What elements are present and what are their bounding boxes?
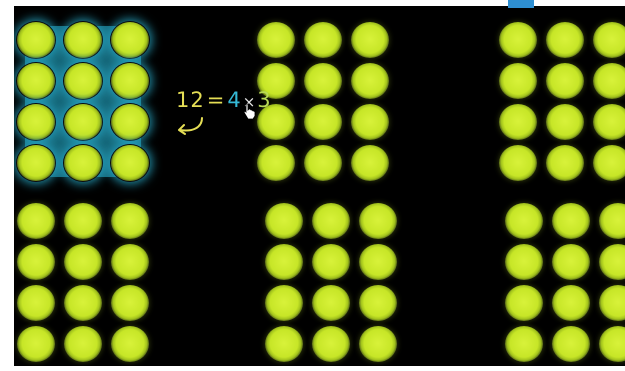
- ball: [265, 244, 303, 280]
- ball: [257, 22, 295, 58]
- ball: [111, 22, 149, 58]
- ball: [546, 22, 584, 58]
- ball: [359, 244, 397, 280]
- ball: [17, 203, 55, 239]
- curved-arrow-icon: [174, 116, 208, 138]
- ball: [265, 203, 303, 239]
- ball: [552, 203, 590, 239]
- ball: [593, 145, 625, 181]
- ball: [359, 326, 397, 362]
- ball: [111, 285, 149, 321]
- ball: [505, 244, 543, 280]
- ball: [546, 104, 584, 140]
- ball: [64, 22, 102, 58]
- equation-cols: 3: [257, 88, 271, 112]
- ball: [599, 326, 625, 362]
- ball: [593, 63, 625, 99]
- ball: [64, 104, 102, 140]
- ball: [599, 203, 625, 239]
- ball: [17, 145, 55, 181]
- ball: [505, 285, 543, 321]
- ball: [546, 63, 584, 99]
- drawing-board: 12 = 4 × 3: [14, 6, 625, 366]
- ball: [111, 63, 149, 99]
- ball: [257, 145, 295, 181]
- ball: [499, 104, 537, 140]
- ball: [64, 285, 102, 321]
- hand-pointer-icon: [242, 102, 256, 120]
- ball: [499, 145, 537, 181]
- ball: [312, 285, 350, 321]
- ball: [505, 326, 543, 362]
- ball: [351, 63, 389, 99]
- ball: [593, 104, 625, 140]
- ball: [304, 104, 342, 140]
- ball: [351, 104, 389, 140]
- ball: [17, 63, 55, 99]
- ball: [111, 203, 149, 239]
- ball: [111, 244, 149, 280]
- ball: [17, 326, 55, 362]
- ball: [111, 145, 149, 181]
- ball: [351, 22, 389, 58]
- ball: [17, 104, 55, 140]
- ball: [552, 285, 590, 321]
- corner-tab: [508, 0, 534, 8]
- ball: [593, 22, 625, 58]
- equation-rows: 4: [227, 88, 241, 112]
- ball: [17, 244, 55, 280]
- ball: [351, 145, 389, 181]
- ball: [599, 244, 625, 280]
- ball: [64, 244, 102, 280]
- ball: [546, 145, 584, 181]
- ball: [64, 145, 102, 181]
- ball: [312, 244, 350, 280]
- equation-total: 12: [176, 88, 205, 112]
- ball: [304, 63, 342, 99]
- ball: [505, 203, 543, 239]
- ball: [304, 22, 342, 58]
- ball: [499, 22, 537, 58]
- ball: [111, 326, 149, 362]
- ball: [599, 285, 625, 321]
- ball: [552, 244, 590, 280]
- ball: [499, 63, 537, 99]
- ball: [17, 285, 55, 321]
- ball: [552, 326, 590, 362]
- ball: [64, 63, 102, 99]
- ball: [359, 285, 397, 321]
- ball: [312, 203, 350, 239]
- ball: [64, 203, 102, 239]
- ball: [64, 326, 102, 362]
- ball: [265, 326, 303, 362]
- equation-annotation: 12 = 4 × 3: [176, 88, 272, 112]
- equation-equals: =: [207, 88, 226, 112]
- ball: [312, 326, 350, 362]
- ball: [304, 145, 342, 181]
- ball: [111, 104, 149, 140]
- ball: [359, 203, 397, 239]
- ball: [17, 22, 55, 58]
- ball: [265, 285, 303, 321]
